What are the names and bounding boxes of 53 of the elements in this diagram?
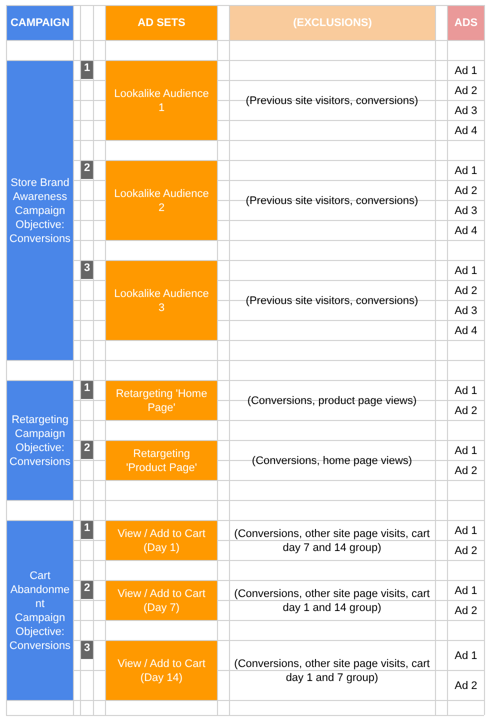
- column-header: ADS: [448, 6, 484, 40]
- ad-label: Ad 2: [454, 678, 478, 694]
- campaign-block: Store Brand Awareness Campaign Objective: Conversions: [7, 61, 73, 360]
- exclusion-text: (Previous site visitors, conversions): [244, 194, 420, 208]
- ad-label: Ad 1: [454, 64, 478, 78]
- exclusion-text: (Conversions, other site page visits, cart day 7 and 14 group): [233, 526, 431, 556]
- ad-label: Ad 1: [454, 524, 478, 538]
- ad-label: Ad 4: [454, 124, 478, 138]
- ad-label: Ad 1: [454, 264, 478, 278]
- ad-label: Ad 2: [454, 404, 478, 418]
- ad-label: Ad 2: [454, 604, 478, 618]
- ad-label: Ad 1: [454, 444, 478, 458]
- number-tag: 2: [81, 581, 93, 599]
- exclusion-text: (Conversions, other site page visits, cart day 1 and 7 group): [233, 656, 431, 686]
- column-header: (EXCLUSIONS): [230, 6, 435, 40]
- ad-label: Ad 1: [454, 584, 478, 598]
- ad-label: Ad 2: [454, 184, 478, 198]
- exclusion-text: (Conversions, home page views): [250, 454, 414, 468]
- ad-set-block: View / Add to Cart (Day 14): [106, 641, 217, 700]
- ad-label: Ad 3: [454, 304, 478, 318]
- number-tag: 1: [81, 61, 93, 79]
- ad-label: Ad 4: [454, 324, 478, 338]
- ad-label: Ad 2: [454, 84, 478, 98]
- ad-set-block: Lookalike Audience 3: [106, 261, 217, 340]
- exclusion-text: (Previous site visitors, conversions): [244, 94, 420, 108]
- ad-set-block: Lookalike Audience 2: [106, 161, 217, 240]
- ad-label: Ad 4: [454, 224, 478, 238]
- exclusion-text: (Previous site visitors, conversions): [244, 294, 420, 308]
- number-tag: 2: [81, 441, 93, 459]
- number-tag: 1: [81, 521, 93, 539]
- column-header: AD SETS: [106, 6, 217, 40]
- exclusion-text: (Conversions, product page views): [246, 394, 418, 408]
- ad-set-block: Lookalike Audience 1: [106, 61, 217, 140]
- column-header: CAMPAIGN: [7, 6, 73, 40]
- ad-label: Ad 1: [454, 648, 478, 664]
- number-tag: 1: [81, 381, 93, 399]
- number-tag: 3: [81, 261, 93, 279]
- ad-label: Ad 2: [454, 464, 478, 478]
- ad-label: Ad 1: [454, 384, 478, 398]
- ad-label: Ad 3: [454, 104, 478, 118]
- ad-label: Ad 2: [454, 284, 478, 298]
- ad-set-block: View / Add to Cart (Day 7): [106, 581, 217, 620]
- ad-label: Ad 2: [454, 544, 478, 558]
- ad-label: Ad 3: [454, 204, 478, 218]
- ad-set-block: View / Add to Cart (Day 1): [106, 521, 217, 560]
- ad-set-block: Retargeting 'Product Page': [106, 441, 217, 480]
- number-tag: 2: [81, 161, 93, 179]
- exclusion-text: (Conversions, other site page visits, cart day 1 and 14 group): [233, 586, 431, 616]
- ad-set-block: Retargeting 'Home Page': [106, 381, 217, 420]
- campaign-block: Retargeting Campaign Objective: Conversions: [7, 381, 73, 500]
- ad-label: Ad 1: [454, 164, 478, 178]
- campaign-block: Cart Abandonment Campaign Objective: Conversions: [7, 521, 73, 700]
- number-tag: 3: [81, 641, 93, 659]
